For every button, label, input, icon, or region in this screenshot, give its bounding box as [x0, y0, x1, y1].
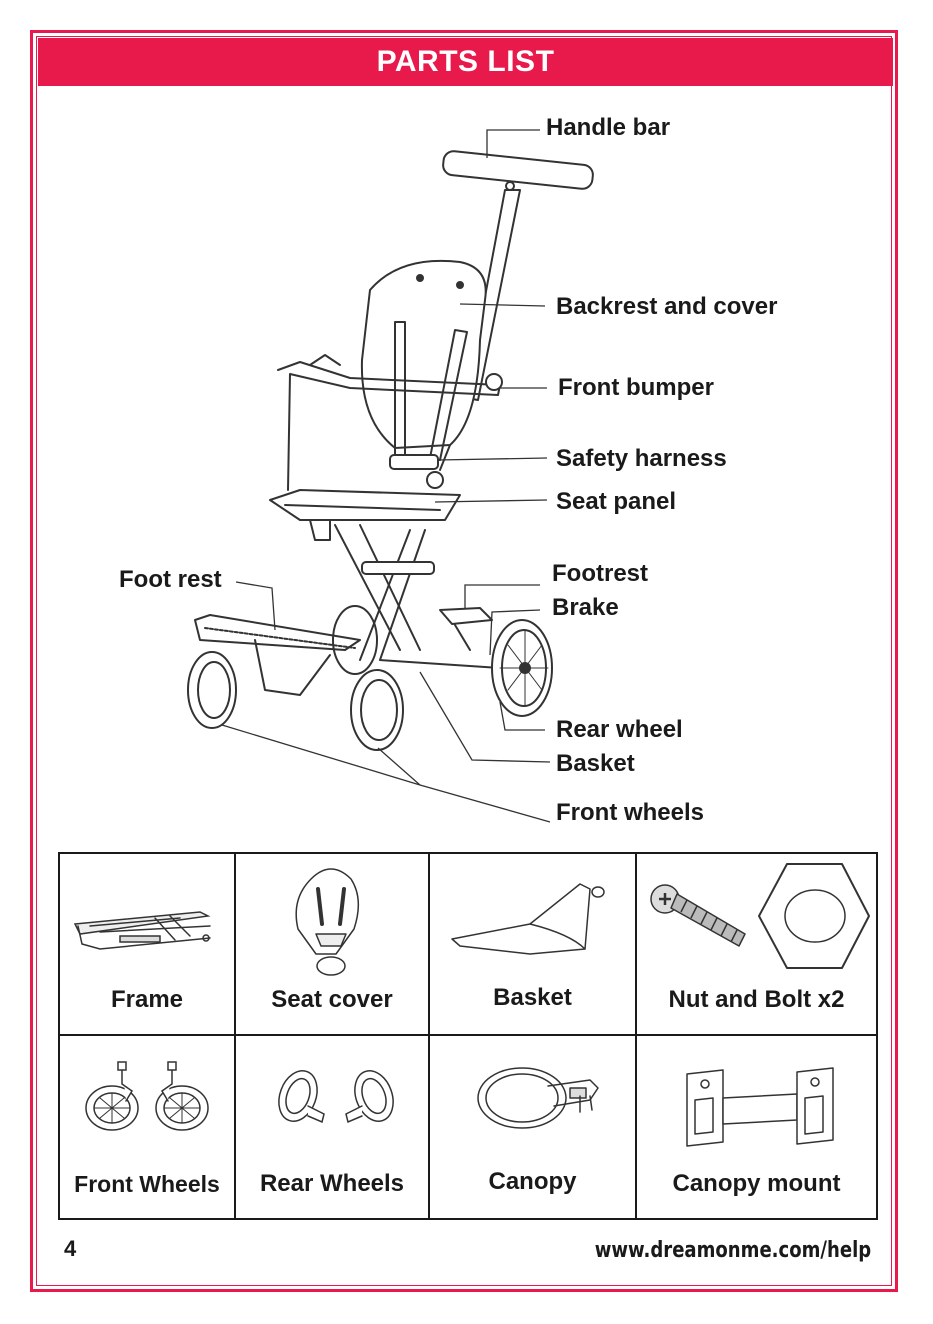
part-label-rear-wheels: Rear Wheels: [236, 1170, 428, 1198]
part-label-seat-cover: Seat cover: [236, 986, 428, 1014]
part-cell-seat-cover: Seat cover: [236, 854, 430, 1036]
part-cell-front-wheels: Front Wheels: [60, 1036, 236, 1218]
label-basket: Basket: [556, 750, 635, 778]
part-cell-frame: Frame: [60, 854, 236, 1036]
parts-grid: Frame Seat cover Basket: [58, 852, 878, 1220]
part-cell-canopy-mount: Canopy mount: [637, 1036, 876, 1218]
front-wheels-part-icon: [60, 1036, 236, 1156]
canopy-part-icon: [430, 1036, 637, 1156]
part-label-frame: Frame: [60, 986, 234, 1014]
part-label-canopy-mount: Canopy mount: [637, 1170, 876, 1198]
label-backrest-and-cover: Backrest and cover: [556, 293, 777, 321]
part-cell-basket: Basket: [430, 854, 637, 1036]
label-front-bumper: Front bumper: [558, 374, 714, 402]
label-front-wheels: Front wheels: [556, 799, 704, 827]
seat-cover-part-icon: [236, 854, 430, 984]
label-foot-rest: Foot rest: [119, 566, 222, 594]
part-cell-rear-wheels: Rear Wheels: [236, 1036, 430, 1218]
part-label-nut-and-bolt: Nut and Bolt x2: [637, 986, 876, 1014]
help-url-link[interactable]: www.dreamonme.com/help: [595, 1238, 871, 1263]
label-rear-wheel: Rear wheel: [556, 716, 683, 744]
label-seat-panel: Seat panel: [556, 488, 676, 516]
part-label-basket: Basket: [430, 984, 635, 1012]
canopy-mount-part-icon: [637, 1036, 877, 1156]
frame-part-icon: [60, 854, 236, 984]
part-cell-canopy: Canopy: [430, 1036, 637, 1218]
stroller-diagram: [0, 0, 933, 850]
rear-wheels-part-icon: [236, 1036, 430, 1156]
part-label-front-wheels: Front Wheels: [60, 1171, 234, 1198]
part-cell-nut-and-bolt: Nut and Bolt x2: [637, 854, 876, 1036]
part-label-canopy: Canopy: [430, 1168, 635, 1196]
label-brake: Brake: [552, 594, 619, 622]
basket-part-icon: [430, 854, 637, 984]
page-number: 4: [64, 1236, 76, 1262]
nut-and-bolt-part-icon: [637, 854, 877, 984]
label-footrest: Footrest: [552, 560, 648, 588]
label-handle-bar: Handle bar: [546, 114, 670, 142]
label-safety-harness: Safety harness: [556, 445, 727, 473]
